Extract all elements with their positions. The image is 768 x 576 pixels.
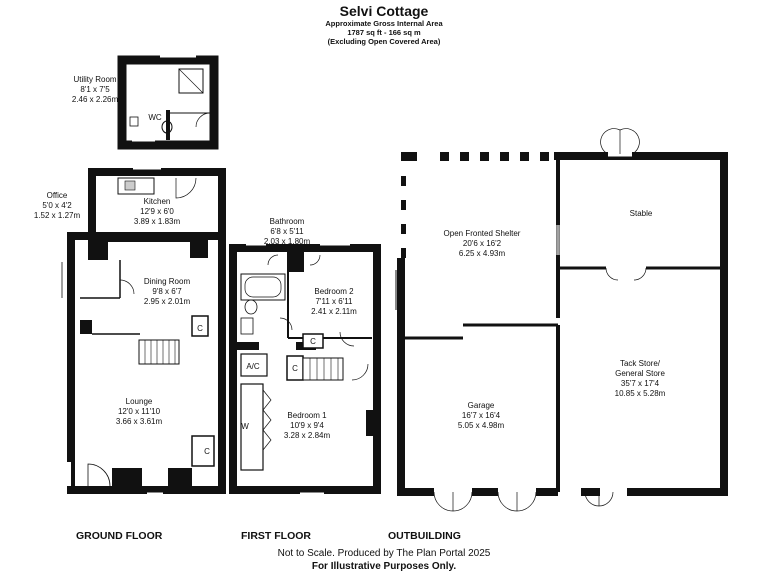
bedroom1-metric: 3.28 x 2.84m bbox=[284, 431, 331, 440]
cupboard-marker: C bbox=[310, 337, 316, 346]
area-label: Approximate Gross Internal Area bbox=[325, 19, 443, 28]
wc-toilet bbox=[161, 120, 173, 134]
office-metric: 1.52 x 1.27m bbox=[34, 211, 81, 220]
lounge-label: Lounge bbox=[126, 397, 153, 406]
staircase-first bbox=[302, 357, 344, 381]
bedroom2-label: Bedroom 2 bbox=[314, 287, 354, 296]
stable-label: Stable bbox=[630, 209, 653, 218]
bathroom-label: Bathroom bbox=[270, 217, 305, 226]
open-front-post bbox=[401, 152, 417, 161]
garage-metric: 5.05 x 4.98m bbox=[458, 421, 505, 430]
cupboard-marker: C bbox=[197, 324, 203, 333]
dining-metric: 2.95 x 2.01m bbox=[144, 297, 191, 306]
area-value: 1787 sq ft - 166 sq m bbox=[347, 28, 421, 37]
wardrobe-marker: W bbox=[241, 422, 249, 431]
footer-disclaimer: Not to Scale. Produced by The Plan Porta… bbox=[277, 548, 491, 559]
toilet bbox=[244, 299, 258, 315]
wc-label: WC bbox=[148, 113, 162, 122]
bedroom2-imperial: 7'11 x 6'11 bbox=[315, 297, 353, 306]
ground-floor-label: GROUND FLOOR bbox=[76, 530, 163, 542]
cupboard-marker: C bbox=[292, 364, 298, 373]
tack-metric: 10.85 x 5.28m bbox=[615, 389, 666, 398]
bathroom-metric: 2.03 x 1.80m bbox=[264, 237, 311, 246]
kitchen-worktop bbox=[117, 177, 155, 195]
general-store-label: General Store bbox=[615, 369, 665, 378]
kitchen-metric: 3.89 x 1.83m bbox=[134, 217, 181, 226]
plan-title: Selvi Cottage bbox=[339, 3, 429, 19]
office-imperial: 5'0 x 4'2 bbox=[42, 201, 72, 210]
airing-cupboard bbox=[240, 353, 268, 377]
shelter-imperial: 20'6 x 16'2 bbox=[463, 239, 502, 248]
outbuilding-label: OUTBUILDING bbox=[388, 530, 461, 542]
ground-floor bbox=[61, 166, 226, 496]
tack-store-label: Tack Store/ bbox=[620, 359, 661, 368]
garage-imperial: 16'7 x 16'4 bbox=[462, 411, 501, 420]
garage-door-right bbox=[497, 491, 537, 512]
utility-room bbox=[117, 54, 219, 150]
outbuilding bbox=[395, 128, 728, 512]
first-floor bbox=[229, 242, 381, 496]
lounge-metric: 3.66 x 3.61m bbox=[116, 417, 163, 426]
garage-door-left bbox=[433, 491, 473, 512]
shelter-label: Open Fronted Shelter bbox=[444, 229, 521, 238]
staircase-ground bbox=[138, 339, 180, 365]
area-note: (Excluding Open Covered Area) bbox=[327, 37, 441, 46]
dining-cupboard bbox=[191, 315, 209, 337]
utility-imperial: 8'1 x 7'5 bbox=[80, 85, 110, 94]
landing-cupboard bbox=[302, 333, 324, 349]
shower-tray bbox=[178, 68, 204, 94]
dining-label: Dining Room bbox=[144, 277, 191, 286]
footer-note: For Illustrative Purposes Only. bbox=[311, 561, 457, 572]
kitchen-imperial: 12'9 x 6'0 bbox=[140, 207, 174, 216]
dining-imperial: 9'8 x 6'7 bbox=[152, 287, 182, 296]
utility-metric: 2.46 x 2.26m bbox=[72, 95, 119, 104]
cupboard-marker: C bbox=[204, 447, 210, 456]
shelter-metric: 6.25 x 4.93m bbox=[459, 249, 506, 258]
store-door bbox=[584, 491, 614, 507]
kitchen-walls bbox=[88, 168, 226, 240]
bath bbox=[240, 273, 286, 301]
first-floor-label: FIRST FLOOR bbox=[241, 530, 311, 542]
office-label: Office bbox=[47, 191, 68, 200]
outbuilding-walls bbox=[397, 152, 728, 496]
wardrobe bbox=[240, 383, 264, 471]
kitchen-label: Kitchen bbox=[144, 197, 171, 206]
bedroom1-imperial: 10'9 x 9'4 bbox=[290, 421, 324, 430]
bedroom1-label: Bedroom 1 bbox=[287, 411, 327, 420]
tack-imperial: 35'7 x 17'4 bbox=[621, 379, 660, 388]
bedroom2-metric: 2.41 x 2.11m bbox=[311, 307, 357, 316]
lounge-imperial: 12'0 x 11'10 bbox=[118, 407, 161, 416]
kitchen-sink bbox=[124, 180, 136, 191]
basin bbox=[240, 317, 254, 335]
airing-cupboard-marker: A/C bbox=[246, 362, 260, 371]
front-door bbox=[87, 463, 111, 487]
lounge-cupboard bbox=[191, 435, 215, 467]
utility-label: Utility Room bbox=[73, 75, 116, 84]
garage-label: Garage bbox=[468, 401, 495, 410]
bathroom-imperial: 6'8 x 5'11 bbox=[270, 227, 304, 236]
